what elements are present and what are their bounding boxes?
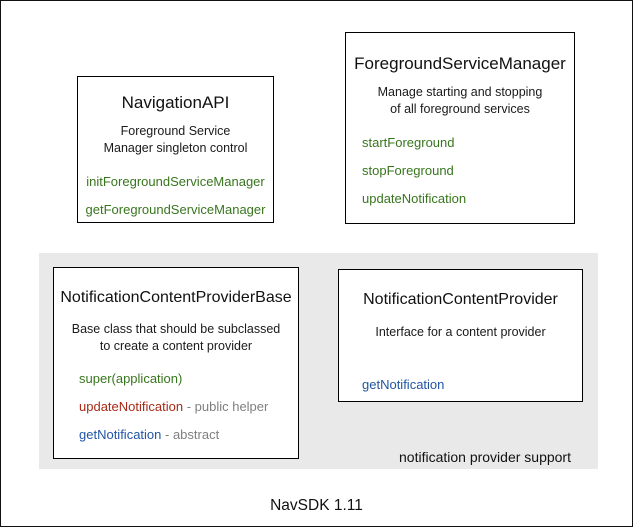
class-box-notification-content-provider: NotificationContentProvider Interface fo… — [338, 269, 583, 402]
description-line: Foreground Service — [120, 124, 231, 138]
class-description: Interface for a content provider — [339, 324, 582, 341]
method-updateNotification: updateNotification - public helper — [79, 399, 298, 414]
method-getNotification: getNotification — [362, 377, 445, 392]
method-name: super(application) — [79, 371, 183, 386]
class-box-foreground-service-manager: ForegroundServiceManager Manage starting… — [345, 32, 575, 224]
class-description: Foreground Service Manager singleton con… — [78, 123, 273, 157]
panel-label: notification provider support — [399, 449, 571, 465]
method-annotation: - abstract — [161, 427, 220, 442]
description-line: Manage starting and stopping — [377, 85, 543, 99]
method-name: updateNotification — [79, 399, 184, 414]
class-title: NotificationContentProviderBase — [60, 289, 292, 306]
method-initForegroundServiceManager: initForegroundServiceManager — [86, 174, 265, 189]
method-stopForeground: stopForeground — [362, 163, 454, 178]
class-description: Base class that should be subclassed to … — [54, 321, 298, 355]
method-list: startForeground stopForeground updateNot… — [346, 135, 574, 206]
diagram-caption: NavSDK 1.11 — [270, 497, 363, 514]
description-line: Manager singleton control — [103, 141, 248, 155]
class-title: NavigationAPI — [121, 93, 230, 112]
class-box-notification-content-provider-base: NotificationContentProviderBase Base cla… — [53, 267, 299, 459]
class-description: Manage starting and stopping of all fore… — [346, 84, 574, 118]
class-title: NotificationContentProvider — [363, 291, 558, 308]
method-updateNotification: updateNotification — [362, 191, 467, 206]
description-line: of all foreground services — [390, 102, 530, 116]
method-getNotification: getNotification - abstract — [79, 427, 298, 442]
method-name: getNotification — [79, 427, 162, 442]
method-super-application: super(application) — [79, 371, 298, 386]
method-list: super(application) updateNotification - … — [54, 371, 298, 442]
description-line: Interface for a content provider — [375, 325, 546, 339]
class-title: ForegroundServiceManager — [354, 54, 566, 73]
method-startForeground: startForeground — [362, 135, 455, 150]
description-line: Base class that should be subclassed — [71, 322, 281, 336]
method-annotation: - public helper — [183, 399, 269, 414]
method-list: initForegroundServiceManager getForegrou… — [78, 174, 273, 217]
description-line: to create a content provider — [99, 339, 253, 353]
method-list: getNotification — [339, 377, 582, 392]
method-getForegroundServiceManager: getForegroundServiceManager — [85, 202, 266, 217]
class-box-navigation-api: NavigationAPI Foreground Service Manager… — [77, 76, 274, 223]
